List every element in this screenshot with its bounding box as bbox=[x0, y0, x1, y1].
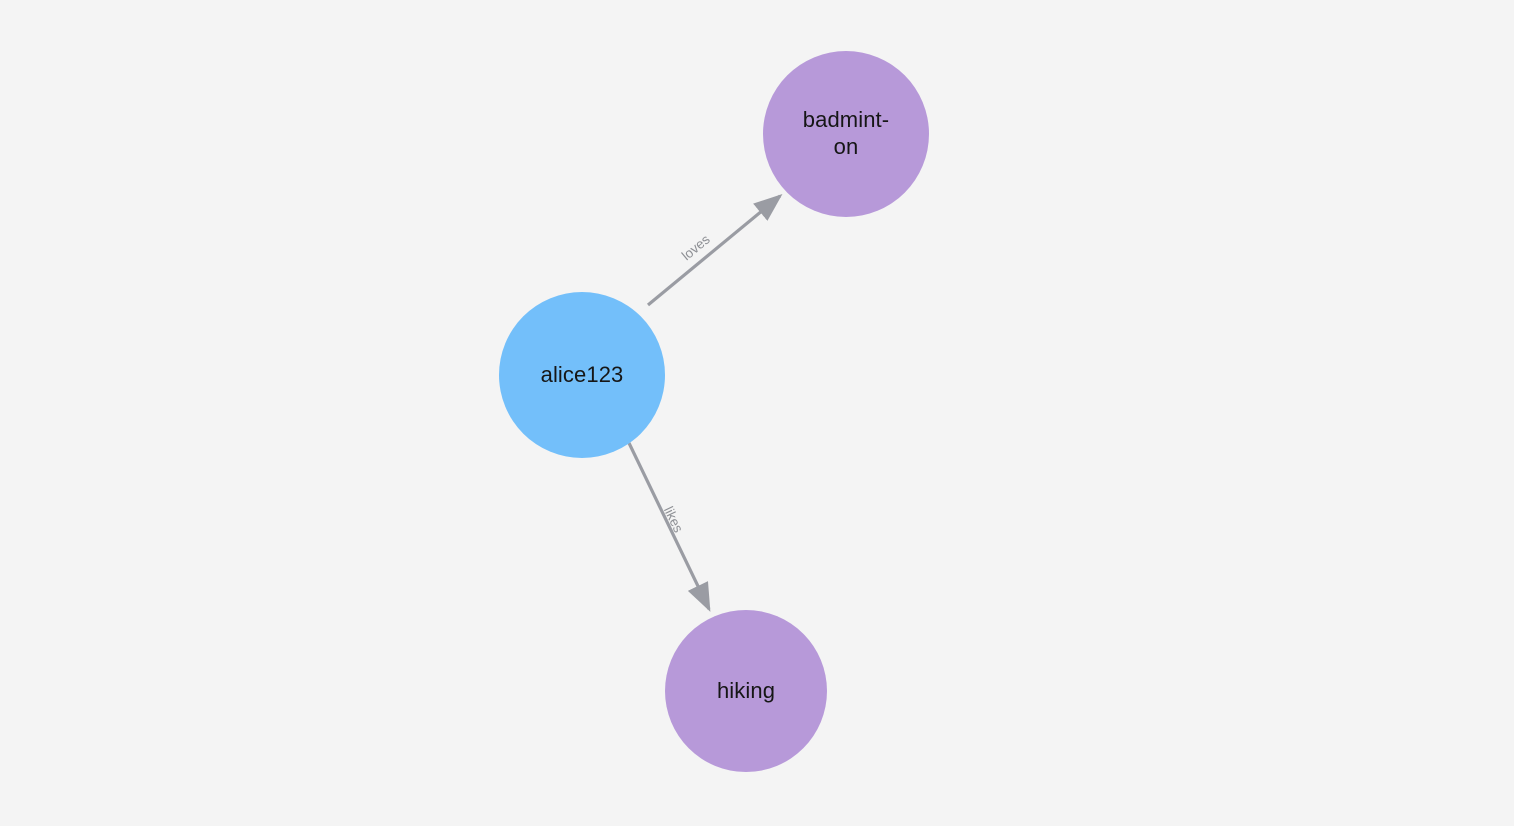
edge-alice123-loves-badminton[interactable] bbox=[646, 193, 783, 307]
edge-alice123-likes-hiking[interactable] bbox=[627, 442, 711, 612]
graph-node-hiking[interactable]: hiking bbox=[665, 610, 827, 772]
graph-node-badminton[interactable]: badmint- on bbox=[763, 51, 929, 217]
graph-node-label-badminton: badmint- on bbox=[802, 107, 890, 159]
graph-node-alice123[interactable]: alice123 bbox=[499, 292, 665, 458]
graph-node-label-hiking: hiking bbox=[716, 677, 776, 703]
graph-node-label-alice123: alice123 bbox=[540, 361, 624, 387]
